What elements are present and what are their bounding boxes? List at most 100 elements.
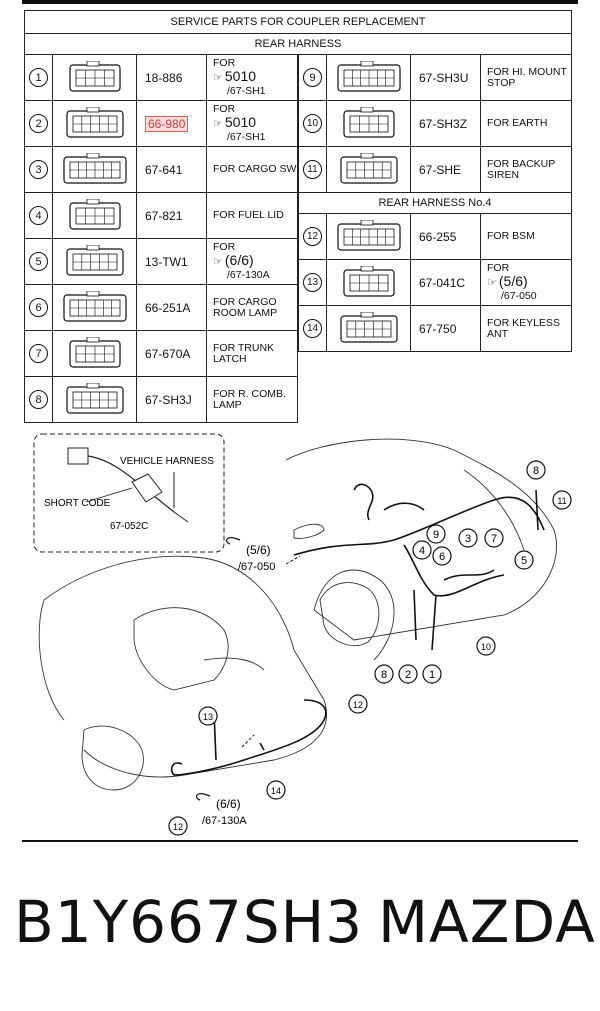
part-description: FOR FUEL LID (207, 193, 298, 238)
part-description: FOR ☞5010/67-SH1 (207, 101, 298, 146)
part-description: FOR EARTH (481, 101, 571, 146)
part-number-text: 67-SH3Z (419, 116, 468, 131)
row-number: 11 (299, 147, 327, 192)
desc-top: FOR (213, 103, 236, 115)
connector-icon (336, 219, 401, 251)
callout-number: 8 (381, 669, 387, 681)
connector-picture (53, 377, 137, 422)
desc-main-text: 5010 (224, 68, 257, 84)
table-title: SERVICE PARTS FOR COUPLER REPLACEMENT (24, 10, 572, 33)
row-number-circle: 2 (29, 114, 48, 133)
callout-number: 4 (419, 545, 425, 557)
part-number-text: 66-255 (419, 229, 457, 244)
connector-picture (327, 101, 411, 146)
svg-text:/67-050: /67-050 (238, 561, 275, 573)
connector-icon (336, 60, 401, 92)
callout-number: 2 (405, 669, 411, 681)
row-number: 13 (299, 260, 327, 305)
callout-number: 3 (465, 533, 471, 545)
part-number: 18-886 (137, 55, 207, 100)
connector-picture (53, 331, 137, 376)
row-number-circle: 6 (29, 298, 48, 317)
connector-icon (68, 198, 121, 230)
part-number: 67-SHE (411, 147, 481, 192)
callout-circle (514, 550, 534, 570)
short-code-label: SHORT CODE (44, 498, 111, 509)
row-number: 9 (299, 55, 327, 100)
table-row: 2 66-980 FOR ☞5010/67-SH1 (24, 101, 298, 147)
hand-pointer-icon (195, 793, 211, 801)
part-number-text: 66-251A (145, 300, 191, 315)
desc-text: FOR KEYLESS ANT (487, 316, 560, 340)
table-row: 12 66-255 FOR BSM (298, 214, 572, 260)
desc-main-text: (5/6) (498, 273, 528, 289)
desc-top: FOR (487, 262, 510, 274)
hand-pointer-icon: ☞ (213, 256, 223, 268)
top-border (22, 0, 578, 4)
desc-main-text: 5010 (224, 114, 257, 130)
row-number-circle: 11 (303, 160, 322, 179)
part-number: 67-SH3U (411, 55, 481, 100)
part-number: 13-TW1 (137, 239, 207, 284)
connector-picture (53, 55, 137, 100)
part-number-text: 66-980 (145, 115, 189, 132)
ref-callout-1: (5/6) /67-050 (225, 537, 275, 573)
svg-text:/67-130A: /67-130A (202, 815, 247, 827)
connector-picture (53, 239, 137, 284)
desc-sub: /67-SH1 (227, 131, 266, 143)
callout-circle (412, 540, 432, 560)
part-number: 67-821 (137, 193, 207, 238)
desc-main: ☞5010 (213, 69, 256, 86)
callout-number: 10 (481, 642, 491, 652)
bottom-rule (22, 840, 578, 842)
hand-pointer-icon: ☞ (213, 118, 223, 130)
connector-icon (65, 244, 124, 276)
callout-number: 14 (271, 786, 281, 796)
desc-main: ☞(6/6) (213, 253, 254, 270)
part-description: FOR BSM (481, 214, 571, 259)
callout-number: 12 (353, 700, 363, 710)
callout-circle (484, 528, 504, 548)
desc-top: FOR (213, 241, 236, 253)
part-number: 67-SH3Z (411, 101, 481, 146)
hand-pointer-icon: ☞ (213, 72, 223, 84)
connector-icon (68, 60, 121, 92)
upper-car-outline (285, 438, 557, 661)
part-description: FOR KEYLESS ANT (481, 306, 571, 351)
part-number-text: 13-TW1 (145, 254, 188, 269)
lower-car-outline (38, 555, 327, 791)
row-number-circle: 12 (303, 227, 322, 246)
desc-sub: /67-130A (227, 269, 270, 281)
harness-diagram: VEHICLE HARNESS SHORT CODE 67-052C (33, 433, 572, 836)
part-number-text: 67-SHE (419, 162, 462, 177)
table-row: 13 67-041C FOR☞(5/6)/67-050 (298, 260, 572, 306)
desc-sub: /67-050 (501, 290, 537, 302)
callout-circle (168, 816, 188, 836)
callout-circle (526, 460, 546, 480)
row-number-circle: 3 (29, 160, 48, 179)
desc-text: FOR BSM (487, 230, 535, 242)
desc-text: FOR HI. MOUNT STOP (487, 65, 567, 89)
table-row: 10 67-SH3Z FOR EARTH (298, 101, 572, 147)
callout-number: 6 (439, 551, 445, 563)
callout-circle (398, 664, 418, 684)
part-number-text: 67-821 (145, 208, 183, 223)
short-code-part-label: 67-052C (110, 521, 148, 532)
connector-icon (62, 290, 127, 322)
row-number-circle: 10 (303, 114, 322, 133)
desc-main: ☞(5/6) (487, 274, 528, 291)
part-description: FOR CARGO SW (207, 147, 298, 192)
callout-circle (348, 694, 368, 714)
callout-number: 11 (557, 496, 566, 506)
part-number-text: 67-041C (419, 275, 466, 290)
row-number-circle: 4 (29, 206, 48, 225)
brand-name: MAZDA (378, 888, 596, 956)
part-description: FOR☞5010/67-SH1 (207, 55, 298, 100)
callout-number: 9 (433, 529, 439, 541)
